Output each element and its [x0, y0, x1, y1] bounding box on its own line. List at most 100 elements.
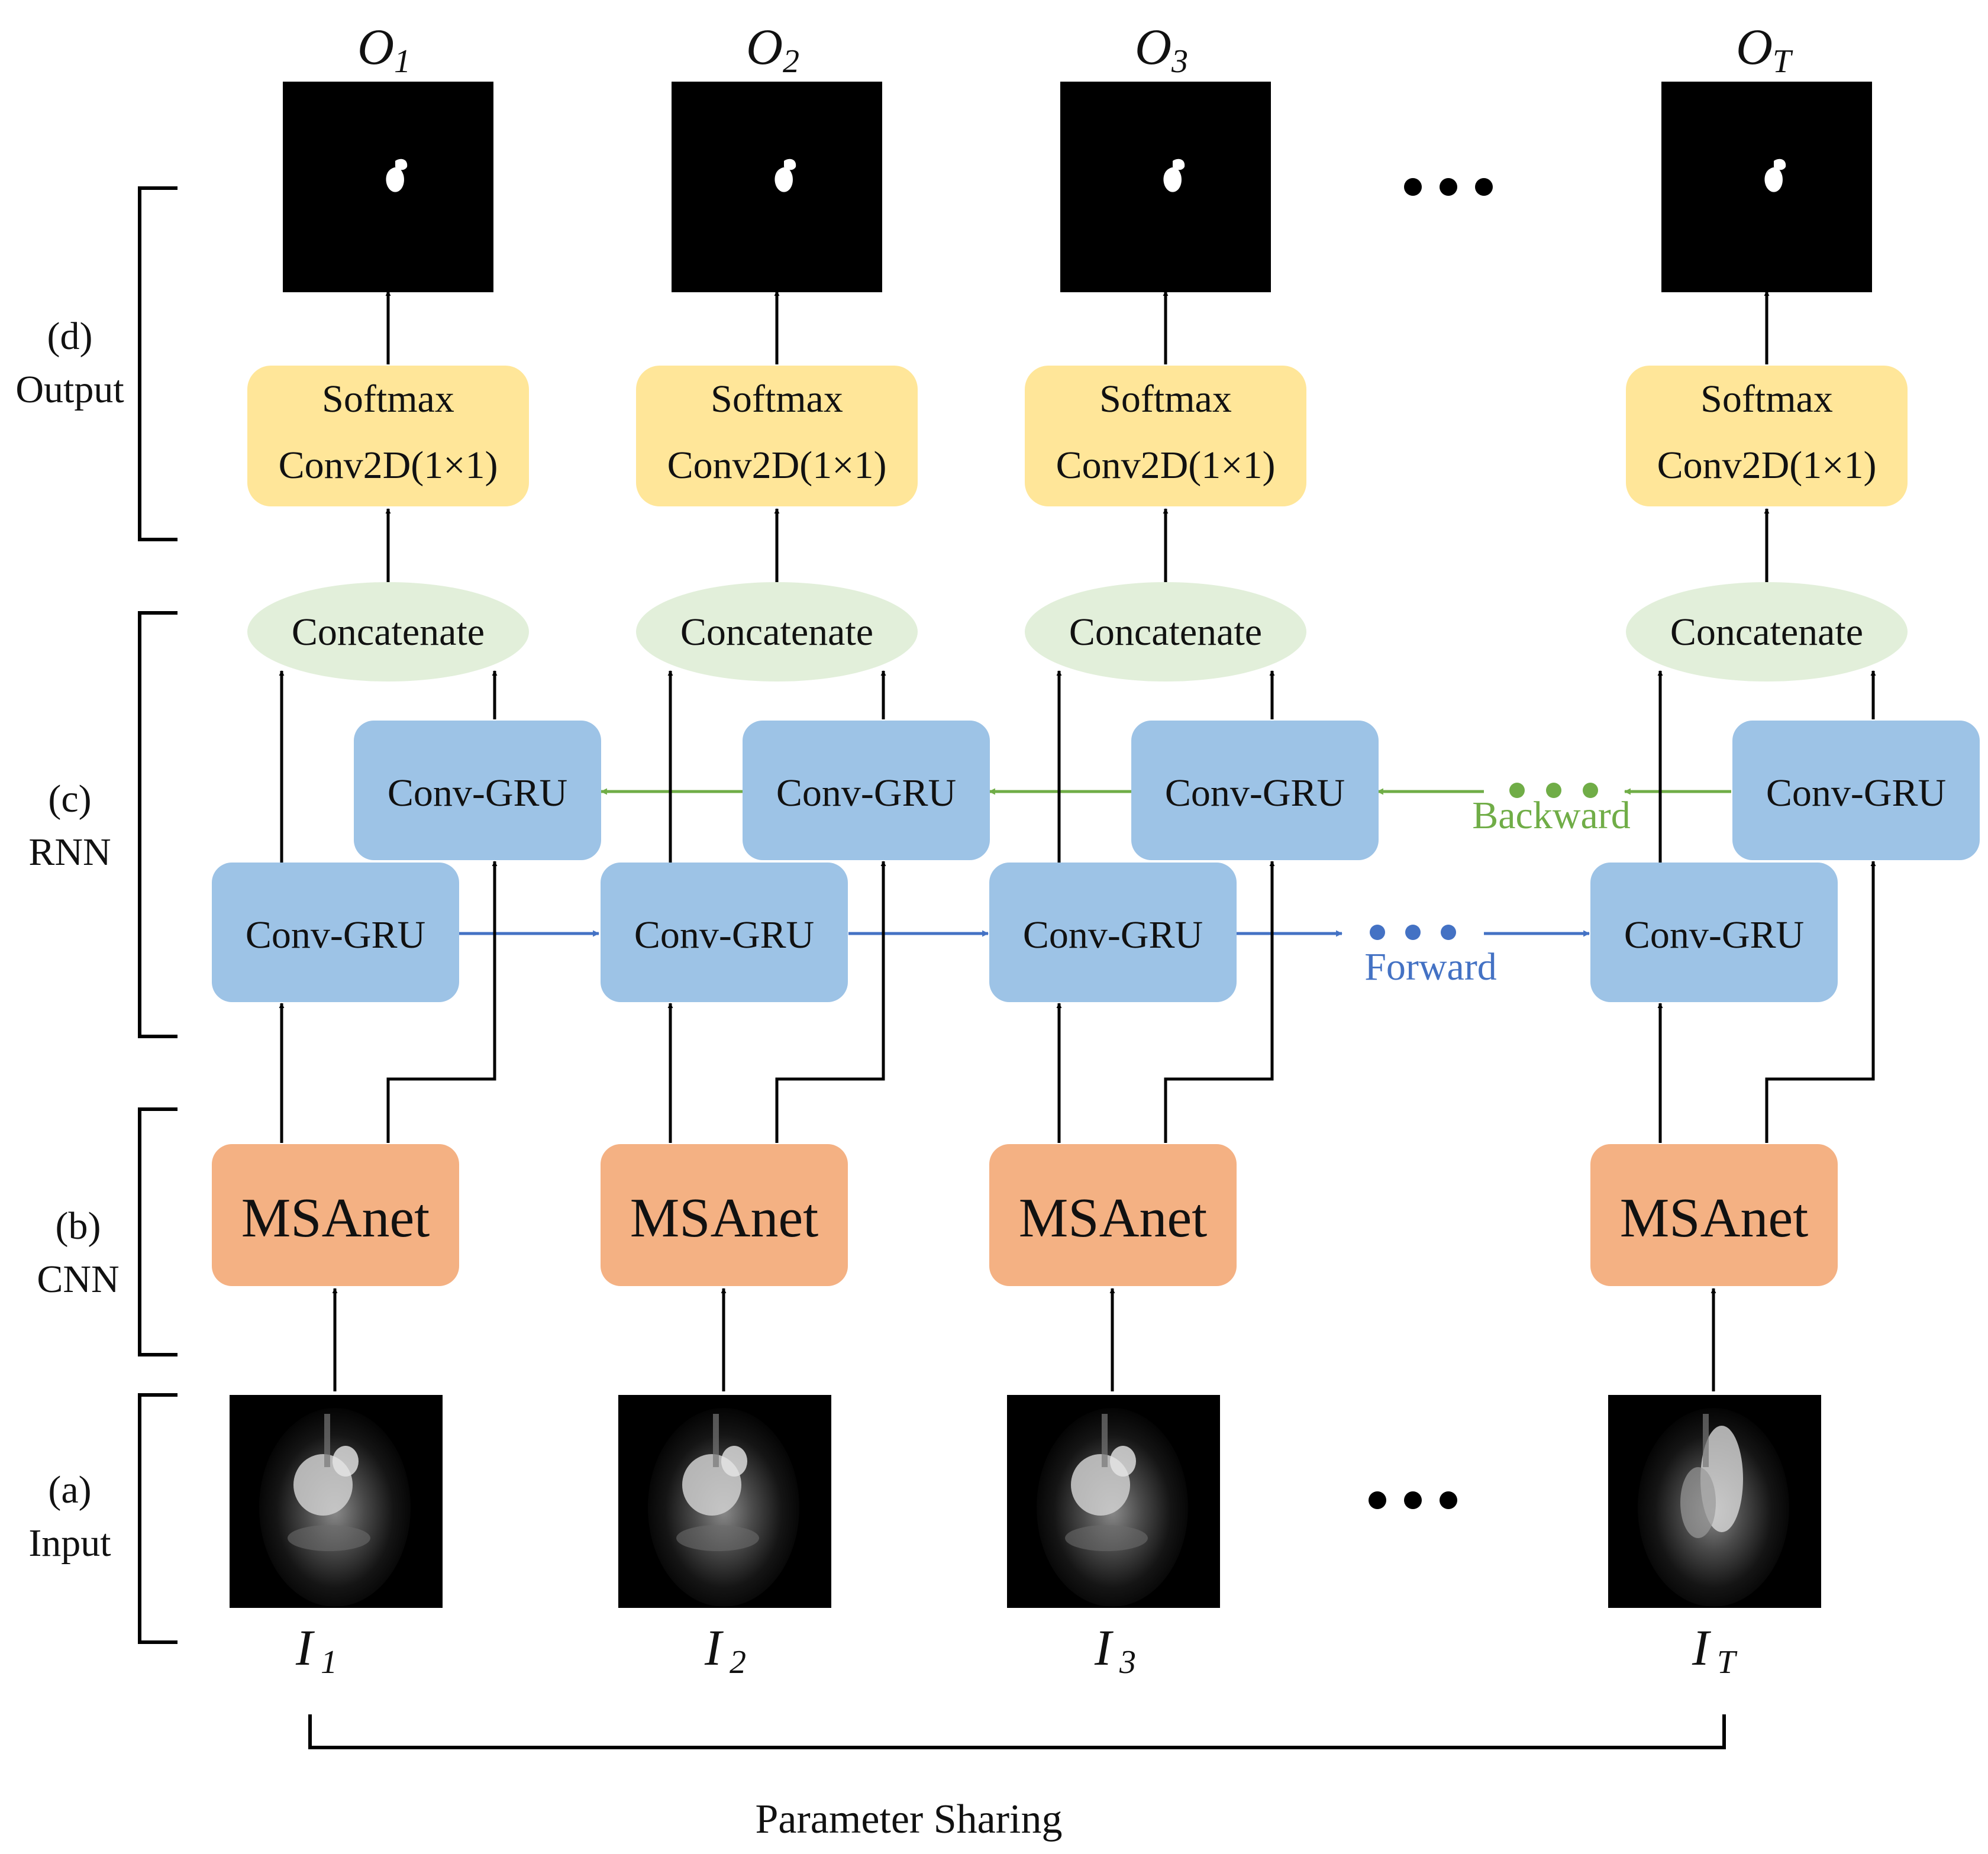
vertical-arrows: [1056, 290, 1275, 1391]
output-ellipsis: [1404, 178, 1493, 196]
concatenate-label: Concatenate: [680, 611, 873, 654]
section-brackets: [138, 186, 178, 1644]
output-label-sub: 2: [783, 43, 799, 80]
output-label-sub: T: [1773, 43, 1793, 80]
output-mask-image: [1060, 82, 1271, 292]
conv-gru-backward-label: Conv-GRU: [1766, 771, 1946, 815]
input-mri-image: [230, 1395, 443, 1608]
softmax-conv-block: Softmax Conv2D(1×1): [636, 366, 918, 506]
input-label-sub: T: [1717, 1644, 1738, 1681]
output-label: O T: [1736, 18, 1793, 80]
concatenate-node: Concatenate: [247, 582, 529, 681]
conv-gru-backward: Conv-GRU: [1131, 721, 1379, 860]
section-rnn-letter: (c): [48, 777, 91, 821]
output-mask-image: [283, 82, 493, 292]
concatenate-node: Concatenate: [636, 582, 918, 681]
output-label-sub: 1: [394, 43, 411, 80]
conv-gru-forward: Conv-GRU: [1590, 863, 1838, 1002]
conv-gru-forward: Conv-GRU: [989, 863, 1237, 1002]
conv-gru-forward: Conv-GRU: [212, 863, 459, 1002]
vertical-arrows: [667, 290, 886, 1391]
softmax-label: Softmax: [711, 377, 843, 421]
section-cnn-name: CNN: [37, 1258, 119, 1301]
section-output-letter: (d): [47, 315, 93, 358]
conv-gru-backward-label: Conv-GRU: [1165, 771, 1345, 815]
output-label-base: O: [1135, 18, 1172, 75]
concatenate-label: Concatenate: [1069, 611, 1262, 654]
input-label: I T: [1692, 1619, 1738, 1681]
conv-gru-backward-label: Conv-GRU: [776, 771, 956, 815]
conv1x1-label: Conv2D(1×1): [667, 444, 887, 487]
bracket-input: [138, 1393, 178, 1644]
input-mri-image: [1608, 1395, 1821, 1608]
msanet-block: MSAnet: [1590, 1144, 1838, 1286]
backward-label: Backward: [1472, 794, 1631, 837]
section-output-name: Output: [15, 368, 124, 411]
conv-gru-forward-label: Conv-GRU: [634, 913, 814, 957]
conv1x1-label: Conv2D(1×1): [1056, 444, 1276, 487]
section-input-name: Input: [28, 1522, 111, 1565]
bracket-output: [138, 186, 178, 541]
column-3: O 3 Softmax Conv2D(1×1) Concatenate Conv…: [989, 18, 1379, 1681]
conv-gru-backward-label: Conv-GRU: [388, 771, 567, 815]
section-input-letter: (a): [48, 1468, 91, 1511]
input-ellipsis: [1369, 1491, 1457, 1509]
vertical-arrows: [279, 290, 498, 1391]
vertical-arrows: [1657, 290, 1876, 1391]
msanet-block: MSAnet: [601, 1144, 848, 1286]
conv1x1-label: Conv2D(1×1): [1657, 444, 1877, 487]
input-label: I 3: [1094, 1619, 1136, 1681]
conv-gru-backward: Conv-GRU: [743, 721, 990, 860]
concatenate-node: Concatenate: [1626, 582, 1908, 681]
input-label-base: I: [1094, 1619, 1114, 1676]
msanet-label: MSAnet: [630, 1187, 819, 1249]
input-label: I 1: [295, 1619, 337, 1681]
section-labels: (d) Output (c) RNN (b) CNN (a) Input: [15, 315, 124, 1565]
msanet-block: MSAnet: [989, 1144, 1237, 1286]
input-label-base: I: [295, 1619, 315, 1676]
msanet-label: MSAnet: [1019, 1187, 1208, 1249]
concatenate-node: Concatenate: [1025, 582, 1306, 681]
output-mask-image: [1661, 82, 1872, 292]
softmax-label: Softmax: [1700, 377, 1833, 421]
softmax-label: Softmax: [322, 377, 454, 421]
input-label-sub: 2: [730, 1644, 746, 1681]
conv1x1-label: Conv2D(1×1): [279, 444, 498, 487]
column-1: O 1 Softmax Conv2D(1×1) Concatenate Conv…: [212, 18, 601, 1681]
conv-gru-forward-label: Conv-GRU: [1624, 913, 1804, 957]
msanet-label: MSAnet: [1620, 1187, 1809, 1249]
parameter-sharing-bracket: [308, 1714, 1726, 1749]
forward-label: Forward: [1364, 945, 1497, 989]
output-mask-image: [672, 82, 882, 292]
softmax-label: Softmax: [1099, 377, 1232, 421]
softmax-conv-block: Softmax Conv2D(1×1): [247, 366, 529, 506]
output-label: O 1: [357, 18, 411, 80]
bracket-cnn: [138, 1107, 178, 1356]
output-label: O 2: [746, 18, 799, 80]
output-label: O 3: [1135, 18, 1188, 80]
input-label-sub: 3: [1119, 1644, 1136, 1681]
msanet-block: MSAnet: [212, 1144, 459, 1286]
conv-gru-backward: Conv-GRU: [1732, 721, 1980, 860]
softmax-conv-block: Softmax Conv2D(1×1): [1025, 366, 1306, 506]
backward-ellipsis: [1509, 783, 1598, 798]
input-label-sub: 1: [321, 1644, 337, 1681]
concatenate-label: Concatenate: [1670, 611, 1863, 654]
column-2: O 2 Softmax Conv2D(1×1) Concatenate Conv…: [601, 18, 990, 1681]
softmax-conv-block: Softmax Conv2D(1×1): [1626, 366, 1908, 506]
output-label-base: O: [357, 18, 394, 75]
parameter-sharing-label: Parameter Sharing: [756, 1797, 1063, 1842]
bracket-rnn: [138, 611, 178, 1038]
conv-gru-forward-label: Conv-GRU: [1023, 913, 1203, 957]
conv-gru-backward: Conv-GRU: [354, 721, 601, 860]
concatenate-label: Concatenate: [292, 611, 485, 654]
output-label-base: O: [1736, 18, 1773, 75]
section-rnn-name: RNN: [28, 831, 111, 874]
input-label-base: I: [704, 1619, 724, 1676]
msanet-label: MSAnet: [241, 1187, 430, 1249]
forward-ellipsis: [1370, 925, 1456, 940]
section-cnn-letter: (b): [56, 1204, 101, 1248]
output-label-base: O: [746, 18, 783, 75]
conv-gru-forward-label: Conv-GRU: [246, 913, 425, 957]
